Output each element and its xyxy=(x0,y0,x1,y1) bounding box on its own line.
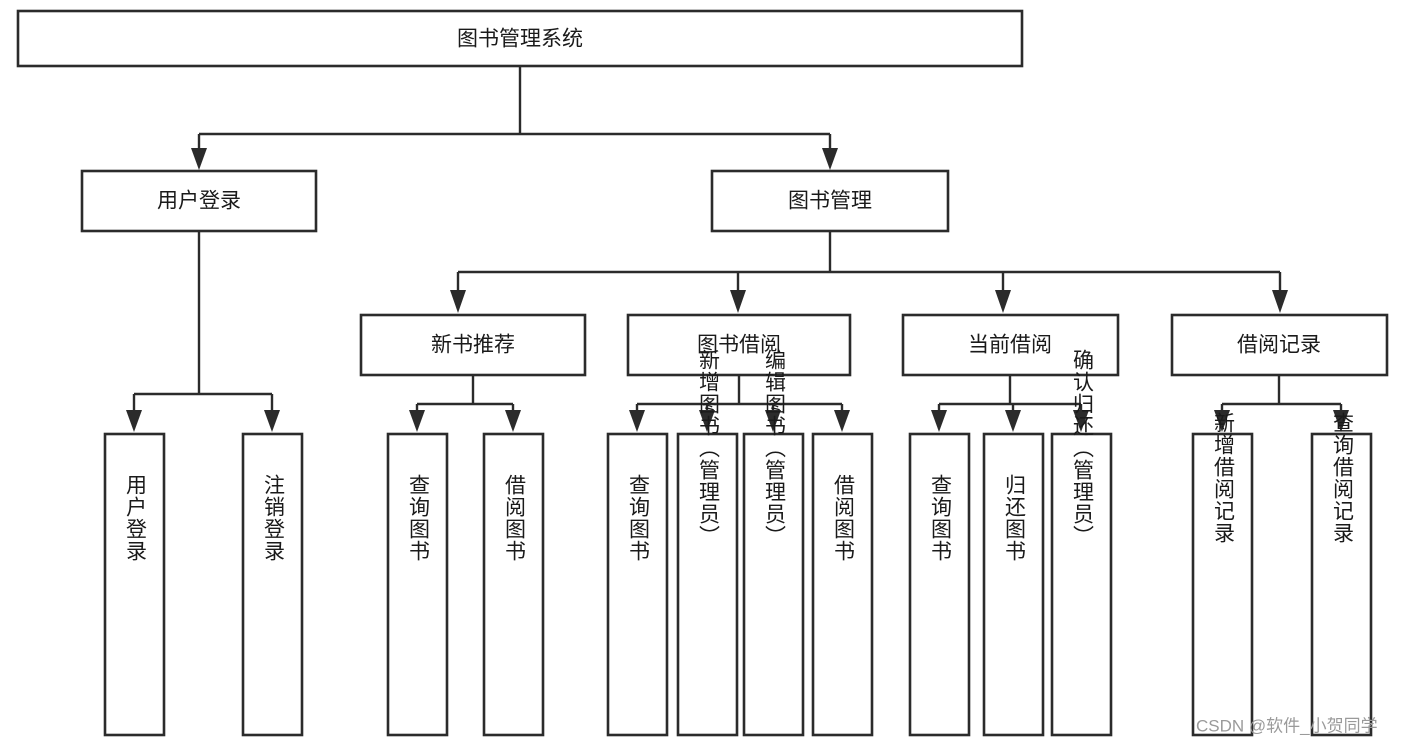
node-root-label: 图书管理系统 xyxy=(457,28,583,51)
node-leaf-query-book-cur-box[interactable] xyxy=(908,432,971,737)
node-leaf-confirm-return-label: 确认归还（管理员） xyxy=(1071,349,1095,547)
node-leaf-user-logout-label: 注销登录 xyxy=(262,474,286,562)
node-new-book-rec-label: 新书推荐 xyxy=(431,334,515,357)
node-leaf-borrow-book-bor[interactable]: 借阅图书 xyxy=(811,432,874,737)
node-new-book-rec[interactable]: 新书推荐 xyxy=(359,313,587,377)
node-leaf-query-book-rec-label: 查询图书 xyxy=(407,474,431,562)
arrowhead-leaf-query-book-cur xyxy=(931,410,947,432)
node-current-borrow[interactable]: 当前借阅 xyxy=(901,313,1120,377)
node-leaf-return-book[interactable]: 归还图书 xyxy=(982,432,1045,737)
node-book-manage[interactable]: 图书管理 xyxy=(710,169,950,233)
arrowhead-book-manage xyxy=(822,148,838,170)
node-leaf-add-record[interactable]: 新增借阅记录 xyxy=(1191,412,1254,737)
node-book-borrow-box[interactable] xyxy=(626,313,852,377)
node-leaf-borrow-book-bor-box[interactable] xyxy=(811,432,874,737)
arrowhead-leaf-query-book-bor xyxy=(629,410,645,432)
node-leaf-edit-book-label: 编辑图书（管理员） xyxy=(763,349,787,547)
node-leaf-edit-book-box[interactable] xyxy=(742,432,805,737)
node-borrow-record[interactable]: 借阅记录 xyxy=(1170,313,1389,377)
node-leaf-query-book-bor-box[interactable] xyxy=(606,432,669,737)
node-user-login[interactable]: 用户登录 xyxy=(80,169,318,233)
node-new-book-rec-box[interactable] xyxy=(359,313,587,377)
node-leaf-user-logout[interactable]: 注销登录 xyxy=(241,432,304,737)
node-leaf-confirm-return-box[interactable] xyxy=(1050,432,1113,737)
arrowhead-leaf-confirm-return xyxy=(1073,410,1089,432)
node-leaf-return-book-label: 归还图书 xyxy=(1003,474,1027,562)
arrowhead-leaf-borrow-book-rec xyxy=(505,410,521,432)
csdn-watermark: CSDN @软件_小贺同学 xyxy=(1196,716,1378,735)
node-leaf-user-login[interactable]: 用户登录 xyxy=(103,432,166,737)
node-leaf-query-book-rec[interactable]: 查询图书 xyxy=(386,432,449,737)
arrowhead-leaf-query-book-rec xyxy=(409,410,425,432)
node-book-borrow-label: 图书借阅 xyxy=(697,334,781,357)
node-current-borrow-label: 当前借阅 xyxy=(968,334,1052,357)
node-root[interactable]: 图书管理系统 xyxy=(16,9,1024,68)
node-user-login-label: 用户登录 xyxy=(157,190,241,213)
node-leaf-return-book-box[interactable] xyxy=(982,432,1045,737)
node-leaf-borrow-book-rec-box[interactable] xyxy=(482,432,545,737)
node-leaf-confirm-return[interactable]: 确认归还（管理员） xyxy=(1050,349,1113,737)
node-leaf-add-book-box[interactable] xyxy=(676,432,739,737)
arrowhead-leaf-return-book xyxy=(1005,410,1021,432)
node-leaf-borrow-book-bor-label: 借阅图书 xyxy=(832,474,856,562)
node-leaf-add-book-label: 新增图书（管理员） xyxy=(697,349,721,547)
arrowhead-leaf-edit-book xyxy=(765,410,781,432)
arrowhead-leaf-query-record xyxy=(1333,410,1349,432)
arrowhead-borrow-record xyxy=(1272,290,1288,313)
node-leaf-query-book-bor[interactable]: 查询图书 xyxy=(606,432,669,737)
arrowhead-new-book-rec xyxy=(450,290,466,313)
arrowhead-user-login xyxy=(191,148,207,170)
arrowhead-leaf-user-login xyxy=(126,410,142,432)
arrowhead-leaf-add-record xyxy=(1214,410,1230,432)
arrowhead-leaf-borrow-book-bor xyxy=(834,410,850,432)
node-book-manage-box[interactable] xyxy=(710,169,950,233)
node-borrow-record-label: 借阅记录 xyxy=(1237,334,1321,357)
node-leaf-add-record-label: 新增借阅记录 xyxy=(1212,412,1236,544)
arrowhead-leaf-user-logout xyxy=(264,410,280,432)
node-borrow-record-box[interactable] xyxy=(1170,313,1389,377)
node-leaf-query-book-cur[interactable]: 查询图书 xyxy=(908,432,971,737)
node-user-login-box[interactable] xyxy=(80,169,318,233)
node-leaf-borrow-book-rec-label: 借阅图书 xyxy=(503,474,527,562)
connector-lines xyxy=(126,66,1349,432)
node-book-borrow[interactable]: 图书借阅 xyxy=(626,313,852,377)
node-book-manage-label: 图书管理 xyxy=(788,190,872,213)
node-leaf-add-book[interactable]: 新增图书（管理员） xyxy=(676,349,739,737)
node-root-box[interactable] xyxy=(16,9,1024,68)
node-leaf-query-book-bor-label: 查询图书 xyxy=(627,474,651,562)
node-leaf-edit-book[interactable]: 编辑图书（管理员） xyxy=(742,349,805,737)
node-leaf-user-logout-box[interactable] xyxy=(241,432,304,737)
node-leaf-borrow-book-rec[interactable]: 借阅图书 xyxy=(482,432,545,737)
node-leaf-query-book-rec-box[interactable] xyxy=(386,432,449,737)
node-leaf-query-record-label: 查询借阅记录 xyxy=(1331,412,1355,544)
arrowhead-book-borrow xyxy=(730,290,746,313)
node-leaf-query-record[interactable]: 查询借阅记录 xyxy=(1310,412,1373,737)
arrowhead-leaf-add-book xyxy=(699,410,715,432)
node-leaf-add-record-box[interactable] xyxy=(1191,432,1254,737)
node-leaf-user-login-label: 用户登录 xyxy=(124,474,148,562)
arrowhead-current-borrow xyxy=(995,290,1011,313)
node-leaf-query-record-box[interactable] xyxy=(1310,432,1373,737)
node-current-borrow-box[interactable] xyxy=(901,313,1120,377)
node-leaf-query-book-cur-label: 查询图书 xyxy=(929,474,953,562)
node-leaf-user-login-box[interactable] xyxy=(103,432,166,737)
